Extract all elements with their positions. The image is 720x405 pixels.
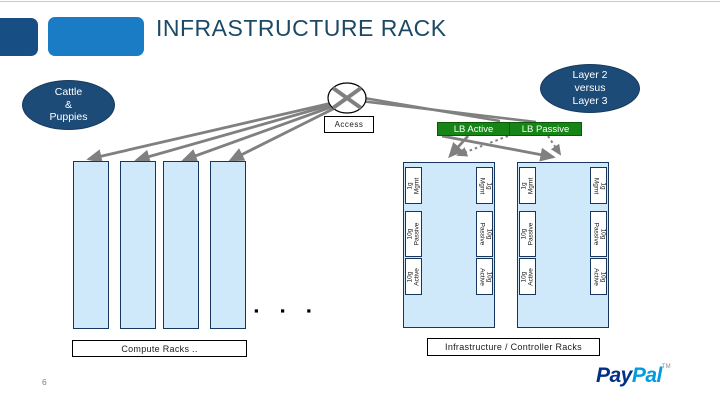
lb-active-cell: LB Active bbox=[453, 123, 494, 135]
infrastructure-racks-label-text: Infrastructure / Controller Racks bbox=[445, 342, 582, 352]
access-label-text: Access bbox=[334, 120, 364, 129]
cattle-puppies-bubble: Cattle & Puppies bbox=[22, 80, 115, 130]
module-10g-active: 10g Active bbox=[519, 258, 536, 295]
paypal-logo-pay: Pay bbox=[596, 364, 632, 387]
module-1g-mgmt: 1g Mgmt bbox=[519, 167, 536, 204]
page-number: 6 bbox=[42, 377, 47, 387]
module-10g-active: 10g Active bbox=[476, 258, 493, 295]
compute-rack-3 bbox=[163, 161, 199, 329]
paypal-logo-pal: Pal bbox=[631, 364, 663, 387]
compute-rack-4 bbox=[210, 161, 246, 329]
module-1g-mgmt: 1g Mgmt bbox=[590, 167, 607, 204]
lb-passive-cell: LB Passive bbox=[509, 123, 581, 135]
layer2-vs-layer3-text: Layer 2 versus Layer 3 bbox=[572, 69, 608, 107]
module-10g-passive: 10g Passive bbox=[519, 211, 536, 257]
ellipsis-dots: ▪ ▪ ▪ bbox=[254, 303, 321, 318]
module-1g-mgmt: 1g Mgmt bbox=[405, 167, 422, 204]
x-circle-switch-icon bbox=[327, 82, 367, 114]
infra-rack-2: 1g Mgmt 10g Passive 10g Active 1g Mgmt 1… bbox=[517, 162, 609, 328]
lb-passive-links bbox=[456, 135, 562, 157]
infra-rack-1: 1g Mgmt 10g Passive 10g Active 1g Mgmt 1… bbox=[403, 162, 495, 328]
module-10g-passive: 10g Passive bbox=[476, 211, 493, 257]
module-10g-passive: 10g Passive bbox=[405, 211, 422, 257]
cattle-puppies-text: Cattle & Puppies bbox=[49, 85, 88, 124]
compute-rack-2 bbox=[120, 161, 156, 329]
module-10g-passive: 10g Passive bbox=[590, 211, 607, 257]
compute-racks-label: Compute Racks .. bbox=[72, 340, 247, 357]
infrastructure-racks-label: Infrastructure / Controller Racks bbox=[427, 338, 600, 356]
top-divider-rule bbox=[0, 1, 720, 2]
module-1g-mgmt: 1g Mgmt bbox=[476, 167, 493, 204]
paypal-logo-tm: TM bbox=[661, 364, 671, 370]
access-to-lb-lines bbox=[351, 94, 537, 124]
access-label: Access bbox=[324, 116, 374, 133]
layer2-vs-layer3-bubble: Layer 2 versus Layer 3 bbox=[540, 64, 640, 113]
header-accent-light-bar bbox=[48, 17, 144, 56]
compute-racks-label-text: Compute Racks .. bbox=[121, 343, 198, 354]
lb-bar: LB Active LB Passive bbox=[437, 122, 582, 136]
access-to-compute-lines bbox=[86, 98, 346, 164]
paypal-logo: PayPalTM bbox=[596, 364, 671, 388]
compute-rack-1 bbox=[73, 161, 109, 329]
slide-title: INFRASTRUCTURE RACK bbox=[156, 15, 447, 41]
lb-active-links bbox=[441, 134, 556, 162]
module-10g-active: 10g Active bbox=[590, 258, 607, 295]
module-10g-active: 10g Active bbox=[405, 258, 422, 295]
header-accent-dark-bar bbox=[0, 18, 38, 56]
